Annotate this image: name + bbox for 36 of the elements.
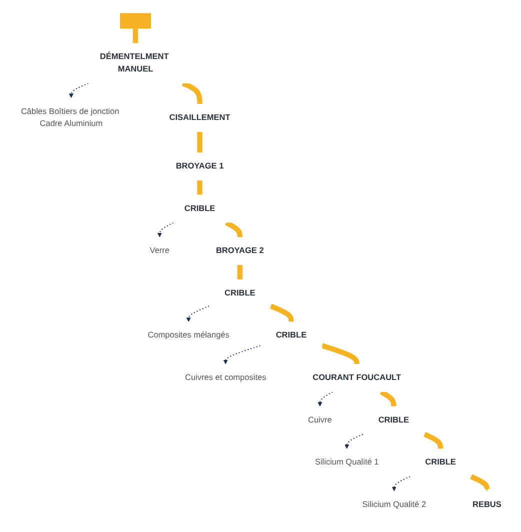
arrow bbox=[392, 476, 410, 492]
node-text: Verre bbox=[150, 246, 170, 256]
arrow bbox=[68, 82, 88, 98]
connector bbox=[321, 343, 360, 366]
node-text: Cuivre bbox=[308, 416, 332, 424]
node-text: CRIBLE bbox=[425, 458, 456, 467]
arrow bbox=[186, 306, 210, 322]
arrow bbox=[223, 345, 261, 364]
node-text: CRIBLE bbox=[378, 416, 410, 424]
connector bbox=[132, 27, 138, 44]
arrow bbox=[157, 222, 174, 238]
arrow bbox=[470, 474, 490, 492]
node-text: Silicium Qualité 1 bbox=[314, 458, 379, 467]
connector bbox=[380, 390, 396, 408]
connector bbox=[237, 264, 242, 281]
connector bbox=[197, 178, 202, 196]
node-text: BROYAGE 1 bbox=[176, 162, 224, 171]
node-text: Câbles Boîtiers de jonction Cadre Aluminium bbox=[20, 107, 120, 128]
connector bbox=[270, 304, 294, 324]
node-text: COURANT FOUCAULT bbox=[312, 373, 402, 382]
connector bbox=[197, 131, 202, 154]
connector bbox=[182, 80, 202, 104]
node-text: CISAILLEMENT bbox=[169, 113, 230, 122]
node-text: DÉMENTELMENT MANUEL bbox=[100, 52, 169, 74]
connector bbox=[224, 220, 242, 238]
node-text: Cuivres et composites bbox=[184, 373, 266, 382]
node-text: Silicium Qualité 2 bbox=[362, 500, 426, 510]
node-text: CRIBLE bbox=[224, 288, 256, 298]
node-text: REBUS bbox=[472, 500, 502, 510]
arrow bbox=[318, 391, 333, 407]
node-bar bbox=[120, 13, 151, 29]
node-text: BROYAGE 2 bbox=[216, 246, 264, 256]
node-text: Composites mélangés bbox=[148, 331, 230, 340]
node-text: CRIBLE bbox=[276, 331, 307, 340]
arrow bbox=[344, 434, 364, 449]
connector bbox=[423, 432, 444, 450]
